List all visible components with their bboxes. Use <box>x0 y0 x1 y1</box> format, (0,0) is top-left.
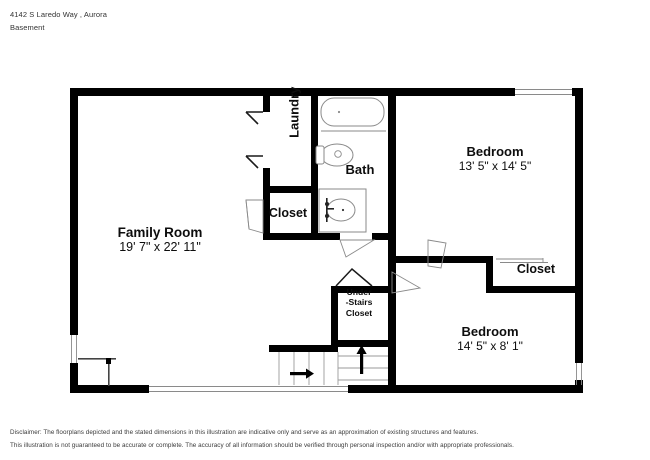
plan-header: 4142 S Laredo Way , Aurora Basement <box>10 8 410 34</box>
room-label-bedroom-1: Bedroom 13' 5" x 14' 5" <box>425 144 565 173</box>
room-dimensions: 13' 5" x 14' 5" <box>458 158 532 173</box>
room-name: Bedroom <box>466 144 524 159</box>
room-label-laundry: Laundry <box>286 86 302 138</box>
floor-level-label: Basement <box>10 23 45 32</box>
bath-fixtures <box>315 97 386 233</box>
disclaimer-line-2: This illustration is not guaranteed to b… <box>10 442 514 449</box>
room-name: Family Room <box>117 225 203 240</box>
exterior-walls <box>70 88 583 393</box>
property-address: 4142 S Laredo Way , Aurora <box>10 10 107 19</box>
under-stairs-peak <box>335 267 373 287</box>
toilet-icon <box>315 143 354 167</box>
disclaimer: Disclaimer: The floorplans depicted and … <box>10 426 640 452</box>
under-stairs-line-1: Under <box>346 287 372 297</box>
room-label-bedroom-2: Bedroom 14' 5" x 8' 1" <box>420 324 560 353</box>
windows <box>71 89 582 392</box>
bathtub-icon <box>320 97 386 132</box>
room-dimensions: 19' 7" x 22' 11" <box>119 240 201 255</box>
stair-direction-arrow-up <box>356 345 367 374</box>
disclaimer-line-1: Disclaimer: The floorplans depicted and … <box>10 429 479 436</box>
room-dimensions: 14' 5" x 8' 1" <box>457 338 523 353</box>
room-name: Bedroom <box>461 324 519 339</box>
room-label-closet-laundry: Closet <box>268 206 308 220</box>
under-stairs-line-3: Closet <box>345 307 373 318</box>
doors <box>245 111 447 294</box>
stair-direction-arrow-right <box>290 368 314 379</box>
room-label-family-room: Family Room 19' 7" x 22' 11" <box>60 225 260 254</box>
under-stairs-line-2: -Stairs <box>345 297 373 308</box>
room-label-under-stairs-closet: Under -Stairs Closet <box>333 287 385 318</box>
interior-walls <box>263 88 583 393</box>
bottom-left-alcove <box>78 358 116 386</box>
room-label-bath: Bath <box>345 162 375 177</box>
sink-icon <box>318 188 367 233</box>
closet-sliding-door <box>496 258 548 263</box>
room-label-closet-bedroom: Closet <box>516 262 556 276</box>
stairs <box>278 345 388 385</box>
